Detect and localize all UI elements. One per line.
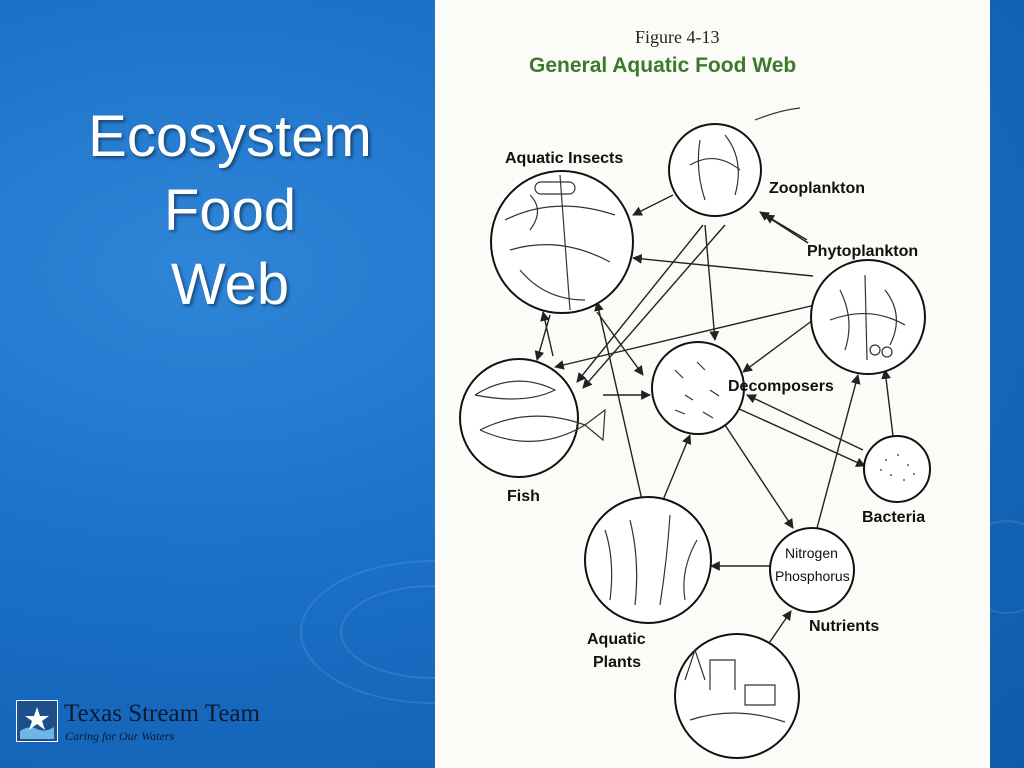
label-aquatic-plants-line-2: Plants	[593, 654, 641, 671]
node-nutrients: Nitrogen Phosphorus	[769, 527, 855, 613]
arrow-bacteria-to-phytoplankton	[881, 369, 894, 437]
label-aquatic-insects: Aquatic Insects	[505, 150, 623, 167]
texas-stream-team-logo: Texas Stream Team Caring for Our Waters	[16, 700, 316, 746]
arrow-bacteria-to-decomposers	[746, 394, 864, 451]
arrow-phytoplankton-to-fish	[554, 304, 816, 370]
phosphorus-label: Phosphorus	[775, 568, 850, 584]
arrow-phytoplankton-label-pointer	[764, 214, 808, 241]
logo-name: Texas Stream Team	[64, 700, 260, 727]
node-fish	[459, 358, 606, 478]
label-fish: Fish	[507, 488, 540, 505]
arrow-zooplankton-to-fish-2	[582, 224, 726, 389]
nitrogen-label: Nitrogen	[785, 545, 838, 561]
label-phytoplankton: Phytoplankton	[807, 243, 918, 260]
figure-title: General Aquatic Food Web	[529, 54, 796, 77]
arrow-zooplankton-to-fish	[576, 224, 704, 383]
arrow-insects-to-decomposers	[596, 311, 644, 376]
label-bacteria: Bacteria	[862, 509, 925, 526]
logo-tagline: Caring for Our Waters	[65, 729, 175, 743]
arrow-plants-to-insects	[594, 301, 643, 501]
label-nutrients: Nutrients	[809, 618, 879, 635]
arrow-plants-to-decomposers	[662, 434, 692, 501]
node-aquatic-plants	[584, 496, 712, 624]
food-web-diagram: Figure 4-13 General Aquatic Food Web	[459, 27, 931, 759]
food-web-figure: Figure 4-13 General Aquatic Food Web	[435, 0, 990, 768]
label-decomposers: Decomposers	[728, 378, 834, 395]
node-decomposers	[651, 341, 745, 435]
slide-title: Ecosystem Food Web	[40, 100, 420, 322]
arrow-phytoplankton-to-decomposers	[742, 319, 814, 373]
label-zooplankton: Zooplankton	[769, 180, 865, 197]
title-line-1: Ecosystem	[88, 104, 372, 169]
food-web-arrows	[534, 194, 894, 653]
texas-star-icon	[16, 700, 58, 742]
title-line-2: Food	[163, 178, 297, 243]
node-runoff	[674, 633, 800, 759]
arrow-phytoplankton-to-insects	[632, 254, 814, 277]
node-phytoplankton	[810, 259, 926, 375]
arrow-zooplankton-to-decomposers	[704, 224, 720, 341]
arrow-zooplankton-to-insects	[632, 194, 674, 216]
arrow-nutrients-to-phytoplankton	[816, 374, 861, 529]
node-bacteria	[863, 435, 931, 503]
node-aquatic-insects	[490, 170, 634, 314]
arrow-fish-to-insects	[540, 311, 554, 357]
arrow-decomposers-to-bacteria	[736, 407, 866, 467]
figure-number: Figure 4-13	[635, 27, 720, 47]
label-aquatic-plants-line-1: Aquatic	[587, 631, 646, 648]
arrow-insects-to-fish	[534, 314, 551, 361]
node-zooplankton	[668, 107, 801, 217]
arrow-decomposers-to-nutrients	[724, 424, 794, 529]
title-line-3: Web	[170, 252, 290, 317]
